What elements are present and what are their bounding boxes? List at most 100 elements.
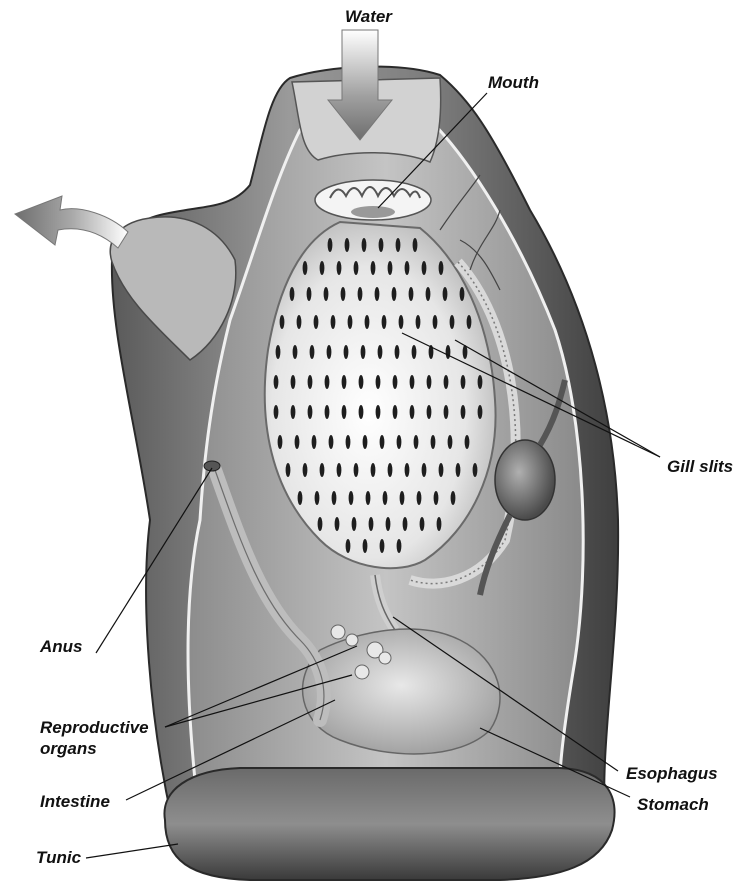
- gill-slit: [417, 491, 422, 505]
- gill-slit: [380, 435, 385, 449]
- gill-slit: [465, 435, 470, 449]
- gill-slit: [376, 375, 381, 389]
- gill-slit: [386, 517, 391, 531]
- gill-slit: [297, 315, 302, 329]
- gill-slit: [448, 435, 453, 449]
- gill-slit: [434, 491, 439, 505]
- gill-slit: [286, 463, 291, 477]
- gill-slit: [349, 491, 354, 505]
- gill-slit: [318, 517, 323, 531]
- gill-slit: [310, 345, 315, 359]
- label-gill-slits: Gill slits: [667, 456, 733, 477]
- gill-slit: [365, 315, 370, 329]
- gill-slit: [388, 261, 393, 275]
- gill-slit: [346, 539, 351, 553]
- gill-slit: [354, 463, 359, 477]
- gill-slit: [409, 287, 414, 301]
- gill-slit: [366, 491, 371, 505]
- gill-slit: [410, 405, 415, 419]
- gill-slit: [359, 405, 364, 419]
- gill-slit: [371, 463, 376, 477]
- gill-slit: [412, 345, 417, 359]
- gill-slit: [324, 287, 329, 301]
- gill-slit: [382, 315, 387, 329]
- gill-slit: [413, 238, 418, 252]
- label-reproductive-organs: Reproductive organs: [40, 717, 149, 759]
- gill-slit: [315, 491, 320, 505]
- gill-slit: [346, 435, 351, 449]
- gill-slit: [361, 345, 366, 359]
- gill-slit: [274, 375, 279, 389]
- gill-slit: [461, 405, 466, 419]
- gill-slit: [278, 435, 283, 449]
- label-water: Water: [345, 6, 392, 27]
- gill-slit: [308, 405, 313, 419]
- gill-slit: [397, 539, 402, 553]
- gill-slit: [341, 287, 346, 301]
- gill-slit: [352, 517, 357, 531]
- gill-slit: [307, 287, 312, 301]
- gill-slit: [327, 345, 332, 359]
- gill-slit: [325, 375, 330, 389]
- gill-slit: [439, 463, 444, 477]
- gill-slit: [393, 405, 398, 419]
- label-esophagus: Esophagus: [626, 763, 718, 784]
- gill-slit: [362, 238, 367, 252]
- label-reproductive-line2: organs: [40, 738, 149, 759]
- gill-slit: [320, 261, 325, 275]
- gill-slit: [320, 463, 325, 477]
- gill-slit: [342, 405, 347, 419]
- gill-slit: [437, 517, 442, 531]
- gill-slit: [314, 315, 319, 329]
- label-anus: Anus: [40, 636, 83, 657]
- gill-slit: [358, 287, 363, 301]
- gill-slit: [290, 287, 295, 301]
- water-out-arrow: [15, 196, 128, 248]
- label-reproductive-line1: Reproductive: [40, 717, 149, 738]
- mouth-ring: [315, 180, 431, 220]
- gill-slit: [276, 345, 281, 359]
- gill-slit: [328, 238, 333, 252]
- gill-slit: [443, 287, 448, 301]
- label-tunic: Tunic: [36, 847, 81, 868]
- gill-slit: [422, 261, 427, 275]
- gill-slit: [403, 517, 408, 531]
- gill-slit: [426, 287, 431, 301]
- gill-slit: [427, 405, 432, 419]
- gill-slit: [467, 315, 472, 329]
- gill-slit: [303, 463, 308, 477]
- gill-slit: [308, 375, 313, 389]
- gill-slit: [345, 238, 350, 252]
- gill-slit: [451, 491, 456, 505]
- gill-slit: [396, 238, 401, 252]
- gill-slit: [380, 539, 385, 553]
- gill-slit: [298, 491, 303, 505]
- gill-slit: [456, 463, 461, 477]
- gill-slit: [337, 463, 342, 477]
- gill-slit: [363, 539, 368, 553]
- heart-sac: [495, 440, 555, 520]
- gill-slit: [392, 287, 397, 301]
- gill-slit: [331, 315, 336, 329]
- gill-slit: [329, 435, 334, 449]
- gill-slit: [332, 491, 337, 505]
- gill-slit: [473, 463, 478, 477]
- gill-slit: [399, 315, 404, 329]
- gill-slit: [450, 315, 455, 329]
- gill-slit: [393, 375, 398, 389]
- gill-slit: [444, 375, 449, 389]
- label-stomach: Stomach: [637, 794, 709, 815]
- gill-slit: [460, 287, 465, 301]
- gill-slit: [344, 345, 349, 359]
- gill-slit: [342, 375, 347, 389]
- gill-slit: [376, 405, 381, 419]
- gill-slit: [337, 261, 342, 275]
- gill-slit: [369, 517, 374, 531]
- gill-slit: [371, 261, 376, 275]
- gill-slit: [359, 375, 364, 389]
- gill-slit: [378, 345, 383, 359]
- gill-slit: [363, 435, 368, 449]
- gill-slit: [405, 261, 410, 275]
- gill-slit: [433, 315, 438, 329]
- gill-slit: [379, 238, 384, 252]
